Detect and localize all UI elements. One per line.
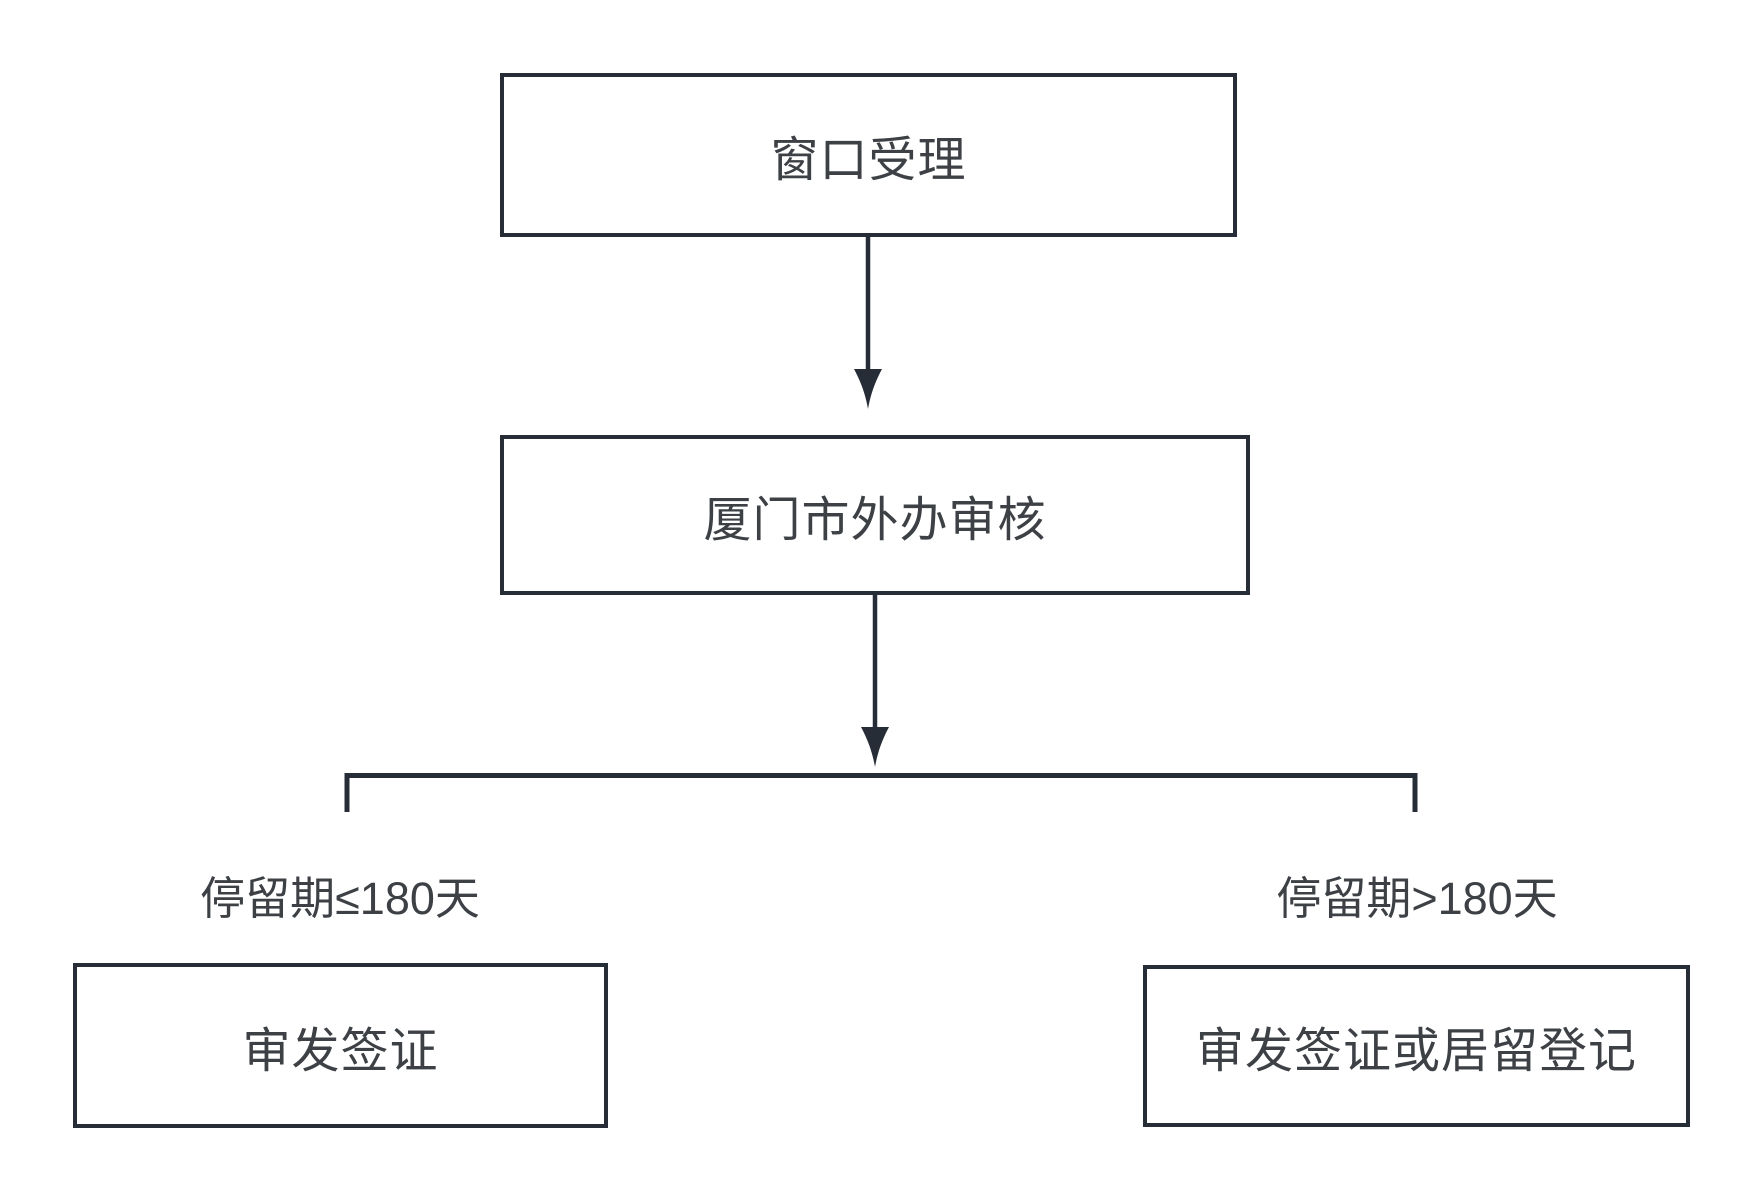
node-window-acceptance-label: 窗口受理 (770, 134, 967, 187)
node-window-acceptance: 窗口受理 (500, 73, 1237, 237)
node-issue-visa-or-residence: 审发签证或居留登记 (1143, 965, 1690, 1127)
arrow-box2-to-branch (861, 595, 889, 767)
arrowhead-down-icon (854, 369, 882, 409)
branch-condition-left: 停留期≤180天 (200, 873, 480, 924)
node-issue-visa-or-residence-label: 审发签证或居留登记 (1195, 1025, 1637, 1078)
node-xiamen-fao-review: 厦门市外办审核 (500, 435, 1250, 595)
node-issue-visa: 审发签证 (73, 963, 608, 1128)
node-xiamen-fao-review-label: 厦门市外办审核 (703, 494, 1047, 547)
branch-connector (344, 773, 1418, 812)
branch-condition-right: 停留期>180天 (1276, 873, 1558, 924)
arrow-box1-to-box2 (854, 237, 882, 409)
node-issue-visa-label: 审发签证 (242, 1024, 439, 1078)
arrowhead-down-icon (861, 727, 889, 767)
